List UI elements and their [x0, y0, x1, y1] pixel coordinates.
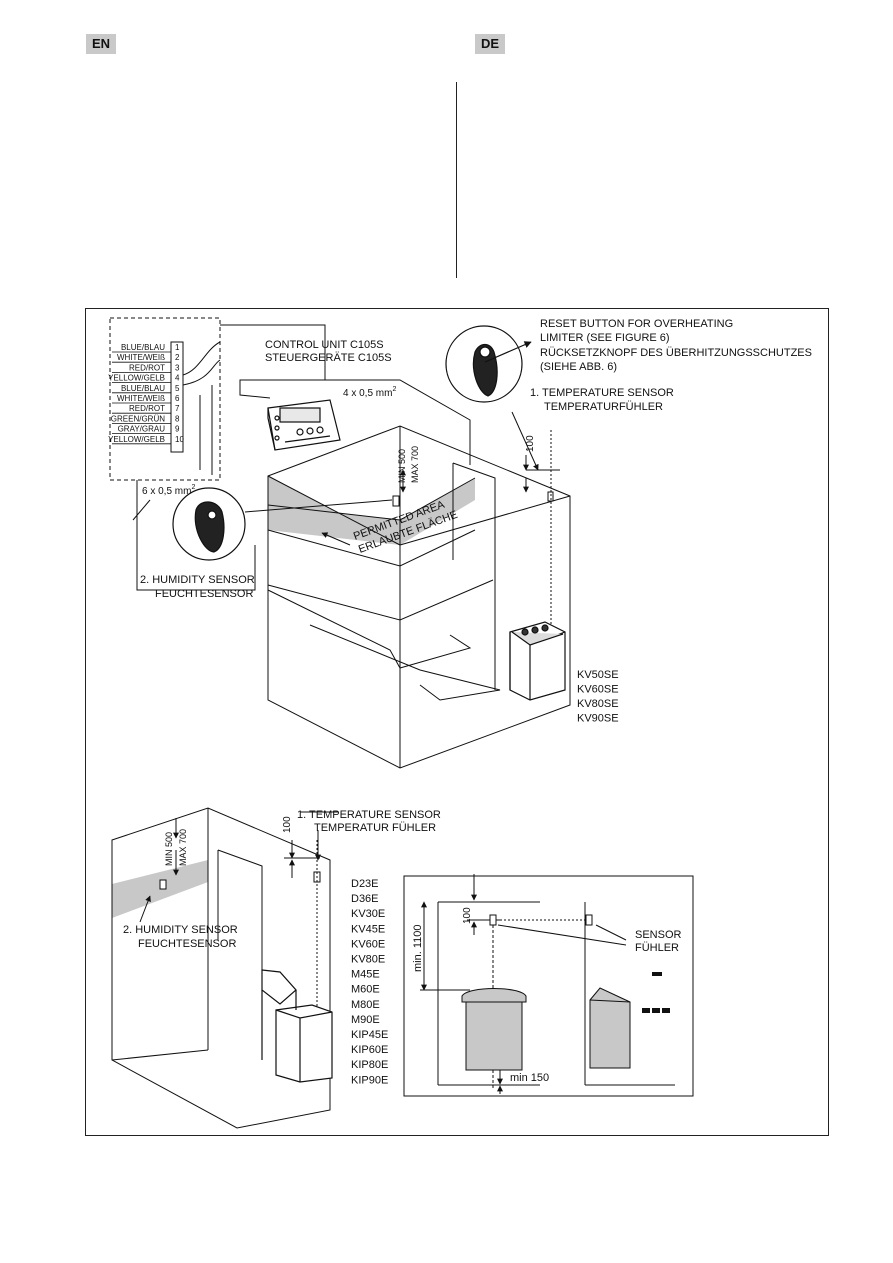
wire-color-label: GREEN/GRÜN	[111, 414, 165, 423]
lower-model-name: KIP60E	[351, 1044, 388, 1056]
upper-min-500: MIN 500	[397, 449, 407, 483]
lower-humidity-label-en: 2. HUMIDITY SENSOR	[123, 924, 238, 936]
lower-min-500: MIN 500	[164, 832, 174, 866]
column-divider	[456, 82, 457, 278]
wire-color-label: RED/ROT	[129, 404, 165, 413]
lower-model-name: KIP90E	[351, 1074, 388, 1086]
wire-terminal-number: 3	[175, 363, 180, 372]
upper-model-name: KV90SE	[577, 713, 619, 725]
detail-min-150: min 150	[510, 1072, 549, 1084]
upper-model-list: KV50SE KV60SE KV80SE KV90SE	[577, 669, 619, 725]
lower-model-name: D23E	[351, 878, 379, 890]
reset-label-4: (SIEHE ABB. 6)	[540, 361, 617, 373]
humidity-label-de: FEUCHTESENSOR	[155, 588, 253, 600]
lower-model-name: KV60E	[351, 938, 385, 950]
reset-button-magnifier	[445, 325, 532, 403]
lower-temp-label-de: TEMPERATUR FÜHLER	[314, 822, 436, 834]
lower-model-name: KV30E	[351, 908, 385, 920]
temp-sensor-label-de: TEMPERATURFÜHLER	[544, 401, 663, 413]
reset-label-3: RÜCKSETZKNOPF DES ÜBERHITZUNGSSCHUTZES	[540, 347, 812, 359]
wire-color-label: BLUE/BLAU	[121, 384, 165, 393]
wiring-terminal-block	[109, 317, 471, 591]
upper-model-name: KV50SE	[577, 669, 619, 681]
wire-terminal-number: 10	[175, 435, 184, 444]
wire-terminal-number: 1	[175, 343, 180, 352]
clearance-detail-box	[403, 874, 694, 1097]
control-unit-label-en: CONTROL UNIT C105S	[265, 339, 384, 351]
heater-d-icon	[261, 969, 333, 1083]
upper-model-name: KV80SE	[577, 698, 619, 710]
humidity-sensor-magnifier	[172, 487, 246, 561]
humidity-label-en: 2. HUMIDITY SENSOR	[140, 574, 255, 586]
lang-badge-de: DE	[475, 34, 506, 54]
detail-sensor-de: FÜHLER	[635, 942, 679, 954]
wire-terminal-number: 6	[175, 394, 180, 403]
wire-color-label: WHITE/WEIß	[117, 394, 165, 403]
heater-panel-icons	[642, 972, 670, 1013]
wire-terminal-number: 7	[175, 404, 180, 413]
reset-label-1: RESET BUTTON FOR OVERHEATING	[540, 318, 733, 330]
lang-badge-en: EN	[86, 34, 117, 54]
detail-dim-100: 100	[462, 907, 473, 924]
lower-model-name: M60E	[351, 984, 380, 996]
heater-kv-icon	[509, 621, 566, 701]
lower-model-name: M45E	[351, 969, 380, 981]
wire-color-label: WHITE/WEIß	[117, 353, 165, 362]
wire-color-label: GRAY/GRAU	[118, 425, 166, 434]
upper-sauna-room	[267, 425, 571, 769]
cable-6-label: 6 x 0,5 mm2	[142, 484, 195, 497]
lower-model-name: KV45E	[351, 923, 385, 935]
figure-frame	[85, 308, 829, 1136]
wire-color-label: RED/ROT	[129, 363, 165, 372]
wire-color-label: YELLOW/GELB	[108, 374, 165, 383]
wire-terminal-number: 2	[175, 353, 180, 362]
reset-label-2: LIMITER (SEE FIGURE 6)	[540, 332, 670, 344]
lower-humidity-label-de: FEUCHTESENSOR	[138, 938, 236, 950]
wire-color-label: BLUE/BLAU	[121, 343, 165, 352]
wire-terminal-number: 4	[175, 374, 180, 383]
lower-sauna-room	[111, 807, 338, 1129]
upper-max-700: MAX 700	[410, 446, 420, 483]
lower-dim-100: 100	[282, 816, 293, 833]
lower-model-name: KIP45E	[351, 1029, 388, 1041]
cable-4-label: 4 x 0,5 mm2	[343, 386, 396, 399]
detail-sensor-en: SENSOR	[635, 929, 682, 941]
lower-model-name: KIP80E	[351, 1059, 388, 1071]
lower-temp-label-en: 1. TEMPERATURE SENSOR	[297, 809, 441, 821]
lower-model-name: M90E	[351, 1014, 380, 1026]
lower-model-list: D23E D36E KV30E KV45E KV60E KV80E M45E M60E M80E…	[351, 878, 388, 1086]
permitted-area-arrows	[244, 499, 393, 546]
lower-max-700: MAX 700	[178, 829, 188, 866]
lower-model-name: D36E	[351, 893, 379, 905]
upper-model-name: KV60SE	[577, 684, 619, 696]
control-unit-icon	[267, 399, 341, 451]
wire-color-label: YELLOW/GELB	[108, 435, 165, 444]
detail-min-1100: min. 1100	[412, 925, 424, 973]
wire-terminal-number: 9	[175, 425, 180, 434]
temp-sensor-label-en: 1. TEMPERATURE SENSOR	[530, 387, 674, 399]
wire-terminal-number: 5	[175, 384, 180, 393]
wire-terminal-number: 8	[175, 414, 180, 423]
lower-model-name: M80E	[351, 999, 380, 1011]
lower-model-name: KV80E	[351, 954, 385, 966]
upper-dim-100: 100	[525, 435, 536, 452]
control-unit-label-de: STEUERGERÄTE C105S	[265, 352, 392, 364]
